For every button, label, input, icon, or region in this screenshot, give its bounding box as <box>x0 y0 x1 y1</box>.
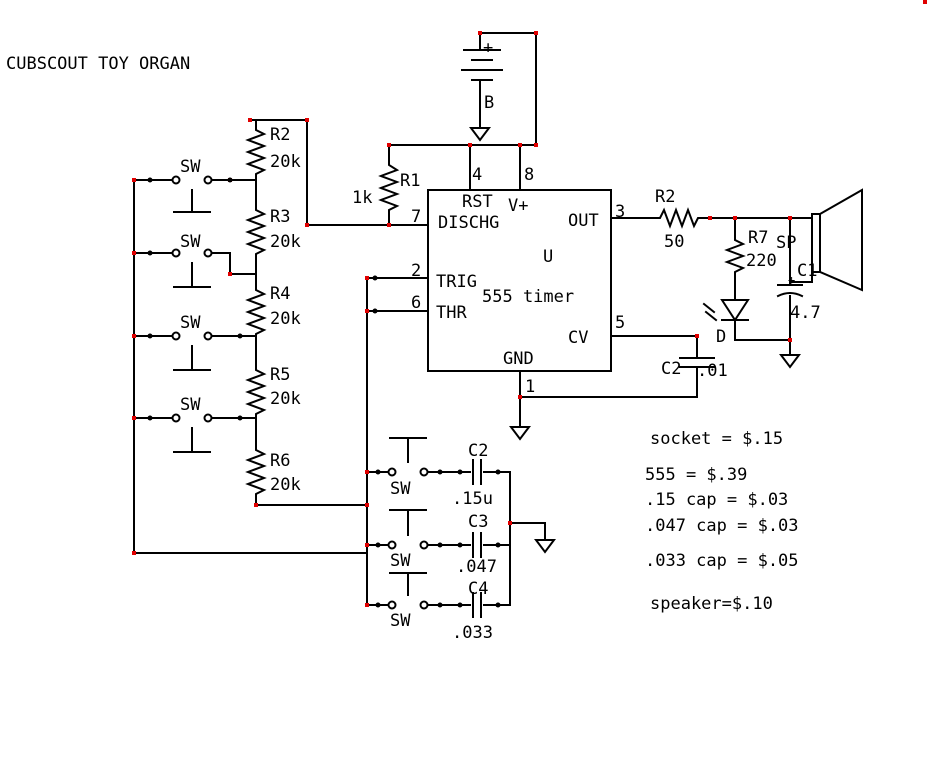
r-out-value: 50 <box>664 232 684 252</box>
diode-name: D <box>716 327 726 347</box>
cost-line: .033 cap = $.05 <box>645 551 799 571</box>
output-ground-symbol <box>779 354 801 369</box>
key-switch-4[interactable] <box>133 413 257 453</box>
pin-number-7: 7 <box>411 207 421 227</box>
pin-number-5: 5 <box>615 313 625 333</box>
r5-value: 20k <box>270 389 301 409</box>
switch-4-label: SW <box>180 395 201 415</box>
schematic-title: CUBSCOUT TOY ORGAN <box>6 54 190 74</box>
r1-resistor <box>378 144 400 226</box>
c3-value: .047 <box>456 557 497 577</box>
c2-cv-value: .01 <box>697 361 728 381</box>
cost-line: .15 cap = $.03 <box>645 490 788 510</box>
r2-name: R2 <box>270 125 290 145</box>
r1-value: 1k <box>352 188 372 208</box>
key-switch-3[interactable] <box>133 331 257 371</box>
ic-ground-symbol <box>509 426 531 441</box>
r4-value: 20k <box>270 309 301 329</box>
r1-name: R1 <box>400 171 420 191</box>
ic-pin-cv: CV <box>568 328 588 348</box>
cost-line: socket = $.15 <box>650 429 783 449</box>
resistor-ladder <box>245 119 267 506</box>
speaker-name: SP <box>776 233 796 253</box>
switch-1-label: SW <box>180 157 201 177</box>
r7-value: 220 <box>746 251 777 271</box>
ic-pin-gnd: GND <box>503 349 534 369</box>
r6-value: 20k <box>270 475 301 495</box>
c1-value: 4.7 <box>790 303 821 323</box>
cap-switch-c2-label: SW <box>390 479 411 499</box>
switch-2-label: SW <box>180 232 201 252</box>
cap-switch-c3[interactable] <box>366 509 511 558</box>
pin-number-6: 6 <box>411 293 421 313</box>
cap-ground-symbol <box>534 539 556 554</box>
c2-cv-name: C2 <box>661 359 681 379</box>
switch-3-label: SW <box>180 313 201 333</box>
key-switch-2[interactable] <box>133 248 257 288</box>
r6-name: R6 <box>270 451 290 471</box>
r5-name: R5 <box>270 365 290 385</box>
r-out-resistor <box>610 207 813 229</box>
pin-number-2: 2 <box>411 261 421 281</box>
gnd-wire <box>519 370 698 428</box>
c1-capacitor <box>776 217 804 356</box>
pin-number-1: 1 <box>525 377 535 397</box>
r4-name: R4 <box>270 284 290 304</box>
cost-notes: socket = $.15 555 = $.39 .15 cap = $.03 … <box>645 429 799 614</box>
ic-pin-vplus: V+ <box>508 196 528 216</box>
battery-ground-symbol <box>469 109 491 142</box>
cost-line: speaker=$.10 <box>650 594 773 614</box>
battery-label: B <box>484 93 494 113</box>
r2-value: 20k <box>270 152 301 172</box>
ic-pin-dischg: DISCHG <box>438 213 499 233</box>
ic-pin-trig: TRIG <box>436 272 477 292</box>
c1-plus: + <box>788 273 795 287</box>
ic-ref: U <box>543 247 553 267</box>
cap-ground-wire <box>509 471 546 606</box>
cap-switch-c4[interactable] <box>366 572 511 618</box>
pin-number-8: 8 <box>524 165 534 185</box>
cost-line: 555 = $.39 <box>645 465 747 485</box>
ic-name: 555 timer <box>482 287 574 307</box>
c4-name: C4 <box>468 579 488 599</box>
ic-pin-out: OUT <box>568 211 599 231</box>
r3-value: 20k <box>270 232 301 252</box>
pin-number-3: 3 <box>615 202 625 222</box>
r-out-name: R2 <box>655 187 675 207</box>
speaker-symbol <box>789 188 863 292</box>
c2-value: .15u <box>452 489 493 509</box>
r7-resistor <box>724 217 746 301</box>
pin-number-4: 4 <box>472 165 482 185</box>
c2-name: C2 <box>468 441 488 461</box>
cap-switch-c3-label: SW <box>390 551 411 571</box>
cap-switch-c2[interactable] <box>366 437 511 485</box>
c3-name: C3 <box>468 512 488 532</box>
battery-symbol <box>461 32 503 111</box>
junction-dots <box>132 0 927 608</box>
ic-pin-rst: RST <box>462 192 493 212</box>
battery-plus-label: + <box>483 38 493 58</box>
key-switch-1[interactable] <box>133 175 257 213</box>
r3-name: R3 <box>270 207 290 227</box>
cap-switch-c4-label: SW <box>390 611 411 631</box>
left-rail-wire <box>133 179 368 554</box>
led-diode <box>702 299 791 341</box>
r7-name: R7 <box>748 228 768 248</box>
ic-pin-thr: THR <box>436 303 467 323</box>
c4-value: .033 <box>452 623 493 643</box>
cost-line: .047 cap = $.03 <box>645 516 799 536</box>
pin4-pin8-wires <box>469 144 521 191</box>
